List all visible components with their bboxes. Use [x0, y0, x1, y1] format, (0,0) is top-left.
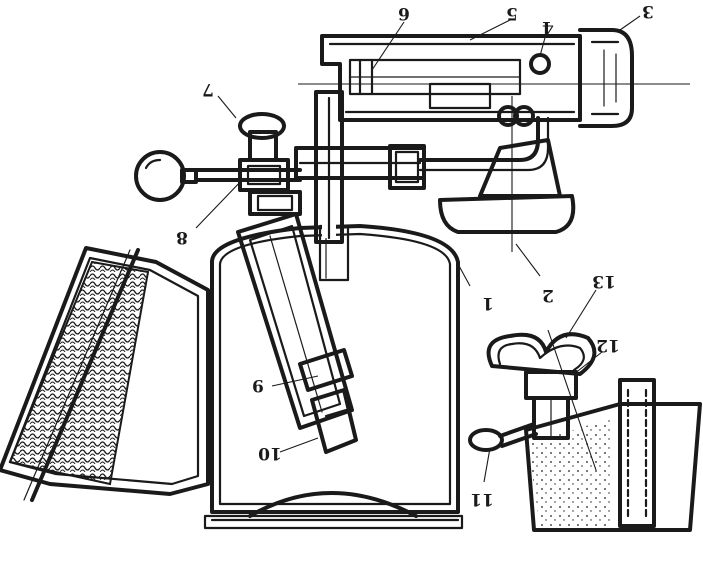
- filler-cap-detail: [468, 329, 702, 532]
- burner-casing: [298, 28, 690, 128]
- callout-13: 13: [592, 271, 616, 291]
- riser-fitting: [294, 90, 426, 244]
- fuel-tank: [203, 224, 464, 530]
- pump-cylinder: [236, 212, 358, 454]
- callout-6: 6: [398, 3, 410, 23]
- wind-screen: [0, 246, 210, 502]
- callout-labels: 1 2 3 4 5 6 7 8 9 10 11 12 13: [176, 1, 654, 509]
- callout-1: 1: [482, 293, 494, 313]
- callout-7: 7: [202, 79, 214, 99]
- callout-4: 4: [542, 17, 554, 37]
- callout-12: 12: [596, 335, 620, 355]
- callout-11: 11: [470, 489, 494, 509]
- callout-5: 5: [506, 3, 518, 23]
- callout-8: 8: [176, 227, 188, 247]
- leader-lines: [195, 15, 641, 483]
- callout-2: 2: [542, 285, 554, 305]
- vaporizer-tube: [418, 96, 576, 252]
- callout-9: 9: [252, 375, 264, 395]
- valve-assembly: [134, 112, 302, 216]
- callout-10: 10: [258, 443, 282, 463]
- callout-3: 3: [642, 1, 654, 21]
